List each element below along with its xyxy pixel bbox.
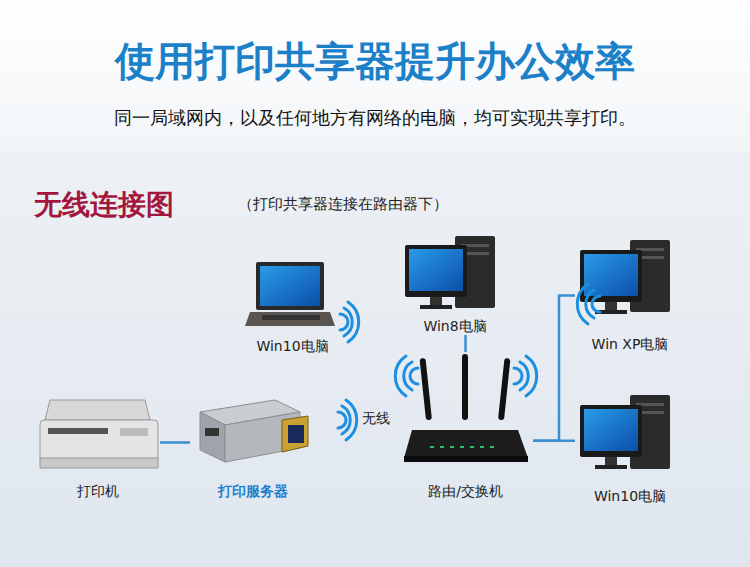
device-node: 打印服务器 <box>190 385 315 500</box>
section-note: （打印共享器连接在路由器下） <box>238 195 448 214</box>
device-label: 打印机 <box>77 483 119 500</box>
printer <box>40 400 158 468</box>
laptop <box>245 262 335 326</box>
network-cable <box>465 335 466 352</box>
device-label: Win10电脑 <box>594 488 666 505</box>
desktop-pc <box>580 395 670 469</box>
device-label: Win10电脑 <box>256 338 328 355</box>
wireless-label: 无线 <box>362 410 390 428</box>
device-label: 路由/交换机 <box>428 483 503 500</box>
cable-line <box>533 296 575 441</box>
desktop-pc <box>580 240 670 314</box>
router <box>404 354 528 462</box>
wifi-symbol <box>338 284 600 440</box>
device-node: 路由/交换机 <box>398 352 533 500</box>
network-cable <box>160 442 190 443</box>
page-title: 使用打印共享器提升办公效率 <box>0 34 750 89</box>
device-node: Win8电脑 <box>405 235 505 335</box>
device-node: Win10电脑 <box>245 258 340 355</box>
section-heading: 无线连接图 <box>34 186 174 224</box>
device-label: Win8电脑 <box>423 318 486 335</box>
device-node: Win XP电脑 <box>575 238 685 353</box>
device-label: 打印服务器 <box>218 483 288 500</box>
network-cable <box>533 440 575 441</box>
device-node: 打印机 <box>35 385 160 500</box>
cable-line <box>464 335 467 352</box>
print-server <box>200 400 308 462</box>
network-cable <box>533 296 575 441</box>
cable-line <box>533 440 575 443</box>
desktop-pc <box>405 236 495 309</box>
device-label: Win XP电脑 <box>592 336 669 353</box>
device-node: Win10电脑 <box>575 390 685 505</box>
cable-line <box>160 441 190 444</box>
subtitle: 同一局域网内，以及任何地方有网络的电脑，均可实现共享打印。 <box>0 106 750 130</box>
